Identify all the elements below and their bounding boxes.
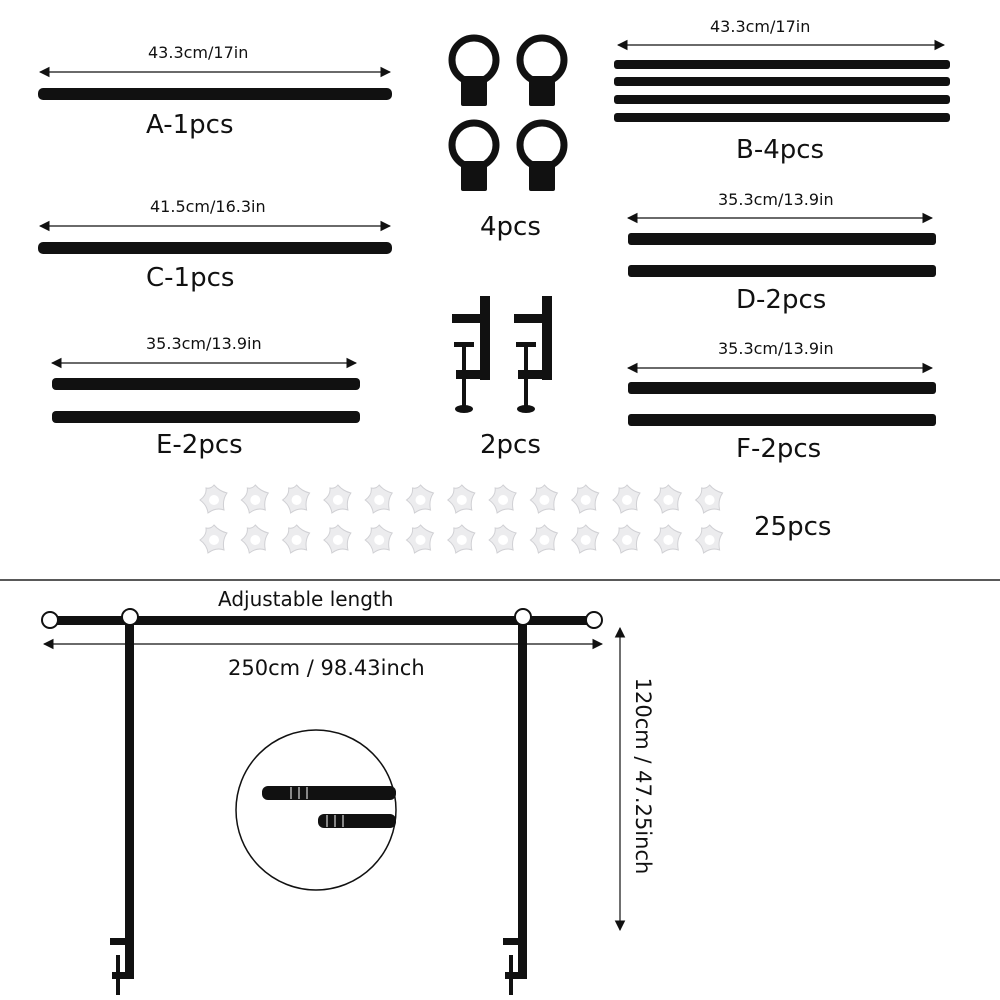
spacer-piece: [488, 524, 517, 554]
spacer-piece: [406, 524, 434, 554]
part-e-dimension: 35.3cm/13.9in: [146, 334, 262, 353]
right-post: [518, 624, 527, 956]
spacer-piece: [323, 484, 352, 514]
ring-fitting: [448, 34, 500, 106]
part-a-dimension: 43.3cm/17in: [148, 43, 249, 62]
spacer-piece: [364, 524, 393, 554]
spacer-piece: [447, 484, 476, 514]
part-c-label: C-1pcs: [146, 263, 235, 293]
clamps-count: 2pcs: [480, 430, 541, 460]
ring-fitting: [516, 34, 568, 106]
rings-count: 4pcs: [480, 212, 541, 242]
part-b-rod: [614, 60, 950, 69]
spacer-piece: [240, 484, 269, 514]
part-c-dimension: 41.5cm/16.3in: [150, 197, 266, 216]
part-d-rod: [628, 265, 936, 277]
spacer-piece: [199, 484, 228, 514]
spacer-piece: [447, 524, 476, 554]
part-e-rod: [52, 378, 360, 390]
part-a-rod: [38, 88, 392, 100]
part-c-rod: [38, 242, 392, 254]
spacer-piece: [282, 484, 311, 514]
width-label: 250cm / 98.43inch: [228, 656, 425, 680]
adjustable-length-label: Adjustable length: [218, 587, 394, 611]
part-d-label: D-2pcs: [736, 285, 827, 315]
part-f-label: F-2pcs: [736, 434, 822, 464]
assembled-stand: [41, 608, 603, 995]
spacer-piece: [695, 524, 724, 554]
spacer-piece: [612, 524, 641, 554]
end-ring-left: [41, 611, 59, 629]
spacer-piece: [406, 484, 434, 514]
spacer-piece: [695, 484, 724, 514]
spacer-grid: [199, 484, 724, 554]
part-f-rod: [628, 414, 936, 426]
spacer-piece: [612, 484, 641, 514]
top-rail: [52, 616, 592, 625]
post-ring-right: [514, 608, 532, 626]
part-e-label: E-2pcs: [156, 430, 243, 460]
ring-fitting: [516, 119, 568, 191]
height-label: 120cm / 47.25inch: [631, 677, 655, 875]
part-b-dimension: 43.3cm/17in: [710, 17, 811, 36]
part-b-rod: [614, 77, 950, 86]
part-d-rod: [628, 233, 936, 245]
ring-fitting: [448, 119, 500, 191]
part-d-dimension: 35.3cm/13.9in: [718, 190, 834, 209]
part-a-label: A-1pcs: [146, 110, 234, 140]
spacer-piece: [282, 524, 311, 554]
left-post: [125, 624, 134, 956]
part-e-rod: [52, 411, 360, 423]
spacer-piece: [653, 524, 682, 554]
part-f-dimension: 35.3cm/13.9in: [718, 339, 834, 358]
c-clamp: [452, 296, 490, 413]
telescoping-detail-inset: [235, 729, 397, 891]
spacer-piece: [571, 524, 600, 554]
c-clamp: [514, 296, 552, 413]
spacer-piece: [364, 484, 393, 514]
spacer-piece: [529, 524, 558, 554]
spacer-piece: [488, 484, 517, 514]
spacer-piece: [571, 484, 600, 514]
end-ring-right: [585, 611, 603, 629]
part-f-rod: [628, 382, 936, 394]
spacer-piece: [240, 524, 269, 554]
spacer-piece: [529, 484, 558, 514]
post-ring-left: [121, 608, 139, 626]
spacer-piece: [653, 484, 682, 514]
spacer-piece: [323, 524, 352, 554]
spacer-piece: [199, 524, 228, 554]
spacers-count: 25pcs: [754, 512, 832, 542]
part-b-label: B-4pcs: [736, 135, 825, 165]
part-b-rod: [614, 95, 950, 104]
part-b-rod: [614, 113, 950, 122]
